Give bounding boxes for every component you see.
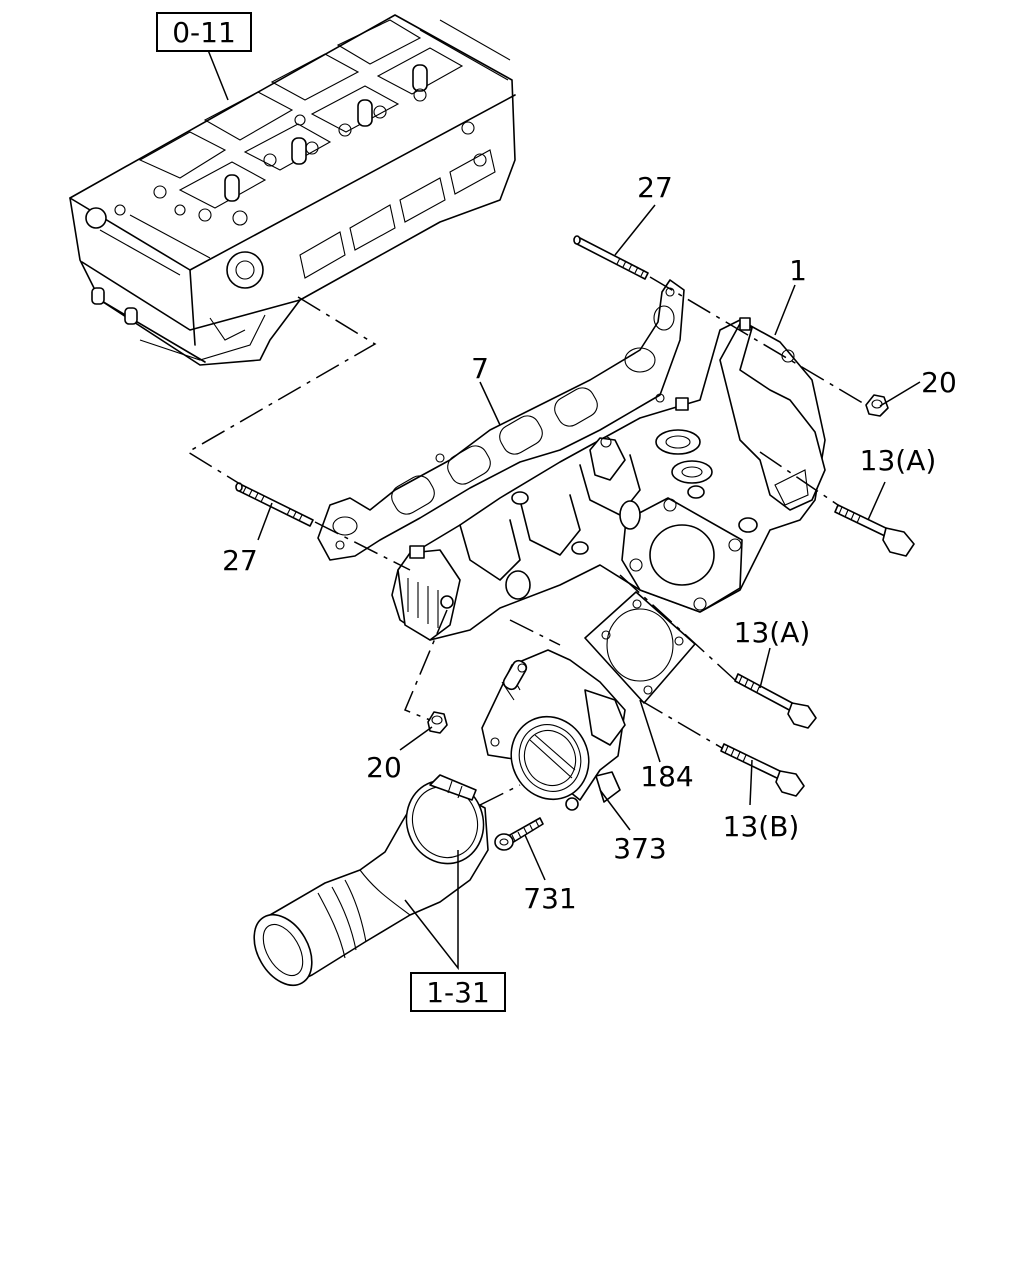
bolt-731 [494, 817, 544, 851]
throttle-body [481, 649, 626, 811]
callout-13a-top: 13(A) [860, 444, 937, 477]
callout-184: 184 [640, 760, 693, 793]
callout-20-left: 20 [366, 751, 402, 784]
callout-27-left: 27 [222, 544, 258, 577]
callout-13a-mid: 13(A) [734, 616, 811, 649]
assembly-lines [186, 276, 867, 806]
ref-label-0-11: 0-11 [172, 16, 236, 49]
bolt-13b [720, 743, 805, 797]
stud-27-left [235, 482, 314, 527]
ref-box-0-11: 0-11 [156, 12, 252, 52]
callout-7: 7 [471, 352, 489, 385]
intake-manifold [391, 317, 826, 641]
nut-20-right [865, 394, 889, 417]
nut-20-left [427, 711, 448, 734]
callout-27-top: 27 [637, 171, 673, 204]
bolt-13a-mid [734, 673, 817, 729]
intake-manifold-gasket [317, 279, 685, 561]
leader-lines [207, 49, 921, 971]
air-hose-assembly [253, 774, 489, 987]
callout-373: 373 [613, 832, 666, 865]
callouts: 27 1 20 7 13(A) 27 13(A) 20 184 13(B) 37… [222, 171, 957, 915]
stud-27-top [573, 235, 649, 280]
ref-box-1-31: 1-31 [410, 972, 506, 1012]
cylinder-head [69, 14, 516, 366]
callout-731: 731 [523, 882, 576, 915]
callout-13b: 13(B) [723, 810, 800, 843]
callout-1: 1 [789, 254, 807, 287]
callout-20-right: 20 [921, 366, 957, 399]
bolt-13a-top [834, 504, 915, 557]
ref-label-1-31: 1-31 [426, 976, 490, 1009]
